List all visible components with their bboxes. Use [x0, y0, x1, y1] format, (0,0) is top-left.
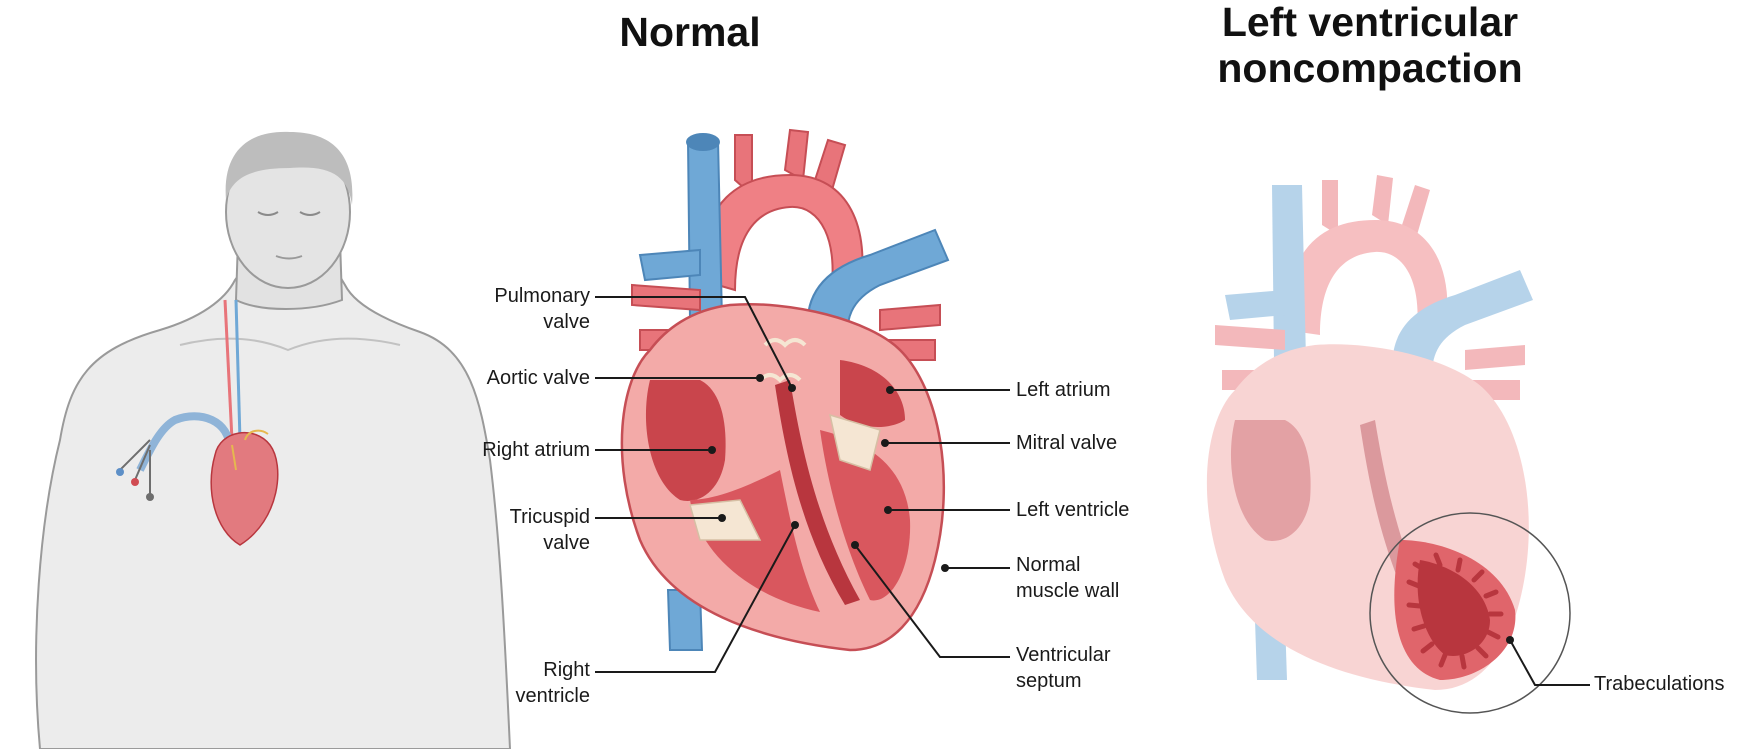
svc-opening [686, 133, 720, 151]
lead-tip-gray [146, 493, 154, 501]
catheter-loop [136, 412, 234, 472]
label-right-atrium: Right atrium [482, 439, 590, 461]
lvnc-trabeculae [1406, 552, 1504, 670]
pulmonary-valve-shape [763, 338, 807, 348]
lvnc-svc [1272, 185, 1306, 360]
aortic-valve-shape [758, 373, 802, 383]
label-mitral-valve: Mitral valve [1016, 432, 1118, 454]
label-tricuspid-valve: Tricuspid valve [420, 505, 590, 556]
dot-right-atrium [708, 446, 716, 454]
title-normal: Normal [619, 9, 761, 55]
human-figure [35, 131, 512, 750]
lvnc-aorta-branches [1322, 175, 1430, 235]
leader-trabeculations [1509, 639, 1590, 686]
mouth [275, 255, 303, 260]
label-left-ventricle: Left ventricle [1016, 499, 1130, 521]
label-right-ventricle-line1: Right [543, 659, 590, 681]
dot-aortic-valve [756, 374, 764, 382]
small-heart-vessels [231, 429, 269, 471]
label-aortic-valve: Aortic valve [486, 367, 590, 389]
label-ventricular-septum: Ventricular septum [1016, 643, 1186, 694]
dot-pulmonary-valve [788, 384, 796, 392]
lvnc-lv-cavity [1417, 560, 1490, 656]
lead-tip-red [131, 478, 139, 486]
dot-left-atrium [886, 386, 894, 394]
normal-heart [620, 128, 950, 652]
zoom-circle [1369, 512, 1571, 714]
left-atrium-chamber [840, 360, 905, 427]
label-left-atrium: Left atrium [1016, 379, 1111, 401]
label-pulmonary-valve-line2: valve [543, 310, 590, 333]
label-ventricular-septum-line1: Ventricular [1016, 644, 1111, 666]
clavicle-lines [179, 337, 401, 352]
label-pulmonary-valve-line1: Pulmonary [494, 285, 590, 307]
label-trabeculations: Trabeculations [1594, 673, 1725, 695]
label-normal-muscle-wall-line2: muscle wall [1016, 579, 1120, 602]
septum [775, 380, 860, 605]
dot-left-ventricle [884, 506, 892, 514]
right-atrium-chamber [645, 380, 726, 501]
label-tricuspid-valve-line2: valve [543, 531, 590, 554]
leader-ventricular-septum [854, 544, 1010, 658]
lvnc-pulm-veins [1225, 290, 1285, 320]
dot-ventricular-septum [851, 541, 859, 549]
lvnc-pulm-trunk [1392, 270, 1533, 385]
leader-pulmonary-valve [595, 296, 793, 389]
lvnc-right-atrium [1230, 420, 1311, 541]
leader-lines [595, 296, 1590, 686]
dot-normal-muscle-wall [941, 564, 949, 572]
dot-tricuspid-valve [718, 514, 726, 522]
eye-right [299, 211, 321, 216]
label-ventricular-septum-line2: septum [1016, 669, 1082, 692]
hair [225, 131, 353, 205]
left-ventricle-chamber [820, 430, 911, 601]
small-heart [210, 431, 279, 546]
eye-left [257, 211, 279, 216]
label-normal-muscle-wall: Normal muscle wall [1016, 553, 1186, 604]
lvnc-pulm-artery [1215, 325, 1525, 400]
title-lvnc-line2: noncompaction [1217, 44, 1523, 91]
label-normal-muscle-wall-line1: Normal [1016, 554, 1081, 576]
label-pulmonary-valve: Pulmonary valve [420, 284, 590, 335]
dot-right-ventricle [791, 521, 799, 529]
lvnc-septum [1360, 420, 1445, 645]
lvnc-aortic-arch [1285, 220, 1448, 345]
mitral-valve-shape [828, 413, 881, 471]
label-right-ventricle-line2: ventricle [515, 684, 590, 707]
lvnc-trabeculated-ventricle [1369, 512, 1571, 714]
dot-trabeculations [1506, 636, 1514, 644]
catheter-leads [119, 439, 151, 495]
title-lvnc: Left ventricular noncompaction [1180, 0, 1560, 92]
lead-tip-blue [116, 468, 124, 476]
label-right-ventricle: Right ventricle [420, 658, 590, 709]
pulmonary-veins-left [638, 248, 701, 282]
label-tricuspid-valve-line1: Tricuspid [509, 506, 590, 528]
dot-mitral-valve [881, 439, 889, 447]
title-lvnc-line1: Left ventricular [1221, 0, 1519, 45]
neck-vein [234, 299, 242, 441]
neck-artery [223, 299, 234, 441]
leader-right-ventricle [595, 524, 796, 673]
